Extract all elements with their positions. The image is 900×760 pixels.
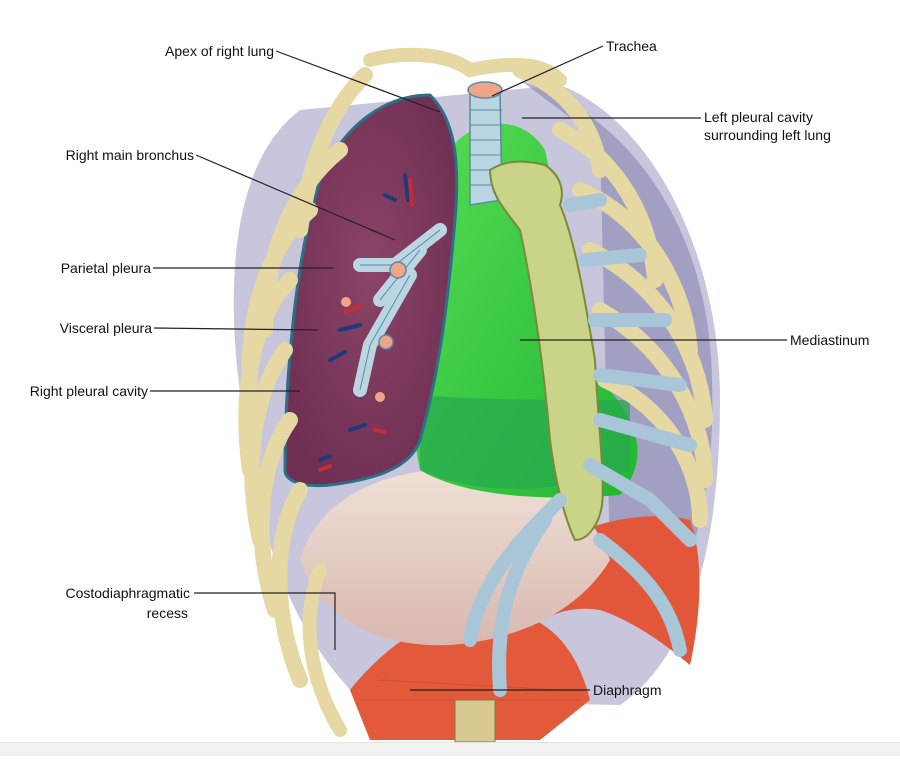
label-costodiaphragmatic-line1: Costodiaphragmatic xyxy=(65,585,190,601)
label-right-pleural-cavity: Right pleural cavity xyxy=(29,383,148,399)
label-parietal-pleura: Parietal pleura xyxy=(60,260,151,276)
vertebral-column xyxy=(454,699,496,743)
label-visceral-pleura: Visceral pleura xyxy=(59,320,152,336)
label-costodiaphragmatic-line2: recess xyxy=(146,605,188,621)
label-left-pleural-cavity-line2: surrounding left lung xyxy=(704,127,831,143)
label-right-main-bronchus: Right main bronchus xyxy=(65,147,194,163)
label-left-pleural-cavity-line1: Left pleural cavity xyxy=(704,109,813,125)
diaphragm-dome xyxy=(300,469,610,646)
label-trachea: Trachea xyxy=(606,38,657,54)
leader-lines xyxy=(150,45,787,691)
label-mediastinum: Mediastinum xyxy=(790,332,870,348)
bottom-edge-bar xyxy=(0,742,900,756)
first-rib xyxy=(363,47,567,87)
ribs-right xyxy=(238,67,373,737)
label-apex-right-lung: Apex of right lung xyxy=(165,43,274,59)
sternum-shape xyxy=(488,160,604,542)
right-lung-shape xyxy=(283,93,459,488)
label-diaphragm: Diaphragm xyxy=(593,682,662,698)
costal-cartilages xyxy=(463,193,697,697)
